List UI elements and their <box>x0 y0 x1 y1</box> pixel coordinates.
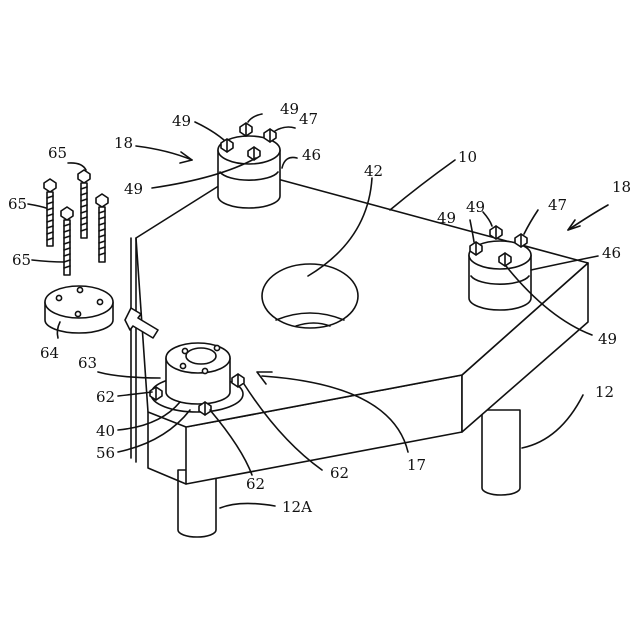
label-49: 49 <box>437 209 456 227</box>
label-65: 65 <box>48 144 67 162</box>
label-49: 49 <box>598 330 617 348</box>
bolt-head-49 <box>499 253 511 266</box>
label-49: 49 <box>124 180 143 198</box>
label-10: 10 <box>458 148 477 166</box>
label-64: 64 <box>40 344 59 362</box>
label-49: 49 <box>280 100 299 118</box>
screw-65 <box>78 170 90 238</box>
label-46-right: 46 <box>602 244 621 262</box>
label-49: 49 <box>466 198 485 216</box>
boss-18-left <box>218 123 280 208</box>
bolt-head-62 <box>150 387 162 400</box>
bolt-head-49 <box>264 129 276 142</box>
label-12a: 12A <box>282 498 312 516</box>
bolt-head-62 <box>232 374 244 387</box>
label-56: 56 <box>96 444 115 462</box>
screw-65 <box>96 194 108 262</box>
label-47-left: 47 <box>299 110 318 128</box>
hole-42 <box>262 264 358 328</box>
label-62: 62 <box>330 464 349 482</box>
bolt-head-49 <box>515 234 527 247</box>
cap-64 <box>45 286 113 333</box>
screw-65 <box>61 207 73 275</box>
bolt-head-49 <box>221 139 233 152</box>
bolt-head-62 <box>199 402 211 415</box>
bolt-head-49 <box>240 123 252 136</box>
bolt-head-49 <box>470 242 482 255</box>
leg-12 <box>482 410 520 495</box>
bolt-head-49 <box>248 147 260 160</box>
label-65: 65 <box>8 195 27 213</box>
label-62: 62 <box>246 475 265 493</box>
label-42: 42 <box>364 162 383 180</box>
label-63: 63 <box>78 354 97 372</box>
label-18-right: 18 <box>612 178 631 196</box>
label-65: 65 <box>12 251 31 269</box>
label-47-right: 47 <box>548 196 567 214</box>
label-46-left: 46 <box>302 146 321 164</box>
bolt-head-49 <box>490 226 502 239</box>
label-49: 49 <box>172 112 191 130</box>
label-62: 62 <box>96 388 115 406</box>
screw-65 <box>44 179 56 246</box>
label-40: 40 <box>96 422 115 440</box>
label-12: 12 <box>595 383 614 401</box>
label-18-left: 18 <box>114 134 133 152</box>
label-17: 17 <box>407 456 426 474</box>
